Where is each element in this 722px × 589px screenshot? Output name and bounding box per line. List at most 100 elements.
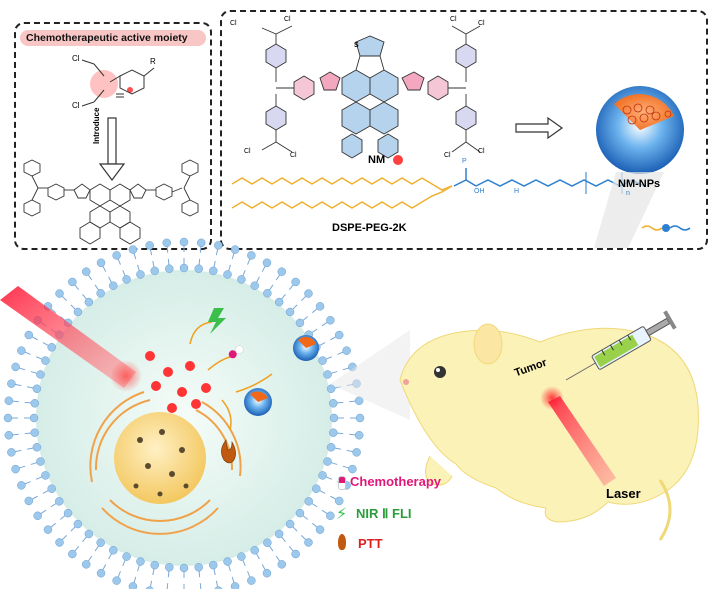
lipid-head <box>223 270 232 279</box>
lipid-tail <box>37 319 47 327</box>
lipid-tail <box>322 474 333 480</box>
lipid-tails <box>231 177 453 209</box>
projection-beam <box>594 172 664 248</box>
lipid-tail <box>35 474 46 480</box>
lipid-tail <box>60 512 69 520</box>
lipid-head <box>136 557 145 566</box>
lipid-head <box>43 302 53 311</box>
lipid-head <box>30 428 39 437</box>
lipid-head <box>55 289 64 298</box>
lipid-head <box>7 448 16 457</box>
legend-label-chemotherapy: Chemotherapy <box>350 474 442 489</box>
nanoparticle-formulation-panel: S Cl Cl Cl Cl Cl Cl Cl Cl NM P OH H n DS… <box>220 10 708 250</box>
lipid-tail <box>116 255 121 265</box>
lipid-head <box>165 264 174 273</box>
lipid-head <box>304 289 313 298</box>
lipid-head <box>150 266 159 276</box>
lipid-head <box>312 343 321 352</box>
lipid-head <box>3 413 13 423</box>
lipid-head <box>194 563 203 572</box>
moiety-structure-drawing <box>20 30 206 245</box>
lipid-head <box>318 356 327 365</box>
cl-label-2: Cl <box>284 16 291 23</box>
lipid-head <box>262 258 272 268</box>
lipid-tail <box>8 433 19 436</box>
lipid-head <box>96 568 106 578</box>
lipid-tail <box>152 565 156 576</box>
tumor <box>540 386 564 410</box>
nm-molecule <box>261 25 481 159</box>
lipid-tail <box>275 271 283 281</box>
lipid-tail <box>152 260 156 271</box>
lipid-tail <box>266 542 274 552</box>
lightning-icon <box>208 308 226 334</box>
lipid-tail <box>254 550 260 560</box>
lipid-tail <box>108 276 114 286</box>
lipid-tail <box>137 561 141 572</box>
nucleus <box>114 412 206 504</box>
title-highlight <box>20 30 206 46</box>
lipid-head <box>55 497 64 506</box>
laser-beam-mouse <box>548 396 616 486</box>
lipid-tail <box>122 269 128 280</box>
lipid-head <box>304 330 313 339</box>
lightning-icon: ⚡︎ <box>336 506 348 523</box>
r-group-label: R <box>150 57 156 66</box>
lipid-tail <box>312 522 321 531</box>
lipid-head <box>250 546 259 555</box>
cl-label-1: Cl <box>230 20 237 27</box>
lipid-head <box>84 297 94 307</box>
lipid-tail <box>212 260 216 271</box>
lipid-tail <box>247 255 252 265</box>
lipid-tail <box>247 571 252 581</box>
lipid-head <box>262 568 272 578</box>
lipid-head <box>73 307 83 317</box>
lipid-tail <box>116 571 121 581</box>
lipid-tail <box>289 523 298 532</box>
lipid-head <box>55 538 64 547</box>
lipid-tail <box>100 262 107 272</box>
lipid-tail <box>167 258 170 269</box>
lipid-head <box>295 508 305 518</box>
lipid-tail <box>37 509 47 517</box>
lipid-tail <box>30 371 41 375</box>
syringe-icon <box>565 310 677 381</box>
lipid-tail <box>59 293 67 301</box>
lipid-tail <box>240 556 246 567</box>
lipid-tail <box>312 305 321 314</box>
introduce-label: Introduce <box>92 107 101 144</box>
lipid-head <box>304 497 313 506</box>
lipid-tail <box>50 500 60 508</box>
introduce-arrow <box>98 117 126 181</box>
lipid-head <box>32 443 42 452</box>
lipid-tail <box>28 495 38 502</box>
lipid-head <box>68 277 77 287</box>
lipid-head <box>32 384 42 393</box>
lipid-head <box>55 330 64 339</box>
lipid-tail <box>70 523 79 532</box>
lipid-tail <box>21 350 31 355</box>
lipid-tail <box>254 276 260 286</box>
lipid-head <box>323 457 332 466</box>
lipid-head <box>47 484 56 493</box>
lipid-head <box>33 511 42 521</box>
lipid-tail <box>60 316 69 324</box>
zoom-cone <box>330 330 410 420</box>
cl-label-8: Cl <box>478 148 485 155</box>
lipid-head <box>312 484 321 493</box>
lipid-tail <box>301 293 309 301</box>
lipid-tail <box>149 580 153 589</box>
lipid-tail <box>215 580 219 589</box>
lipid-head <box>11 362 20 372</box>
lipid-head <box>109 281 118 290</box>
lipid-tail <box>316 488 326 494</box>
lipid-head <box>43 525 53 534</box>
dspe-label: DSPE-PEG-2K <box>332 222 407 234</box>
lipid-tail <box>227 264 231 275</box>
lipid-tail <box>337 350 347 355</box>
lipid-tail <box>327 461 338 465</box>
p-label: P <box>462 158 467 165</box>
lipid-head <box>17 346 26 355</box>
lipid-head <box>304 538 313 547</box>
lipid-head <box>277 267 287 276</box>
